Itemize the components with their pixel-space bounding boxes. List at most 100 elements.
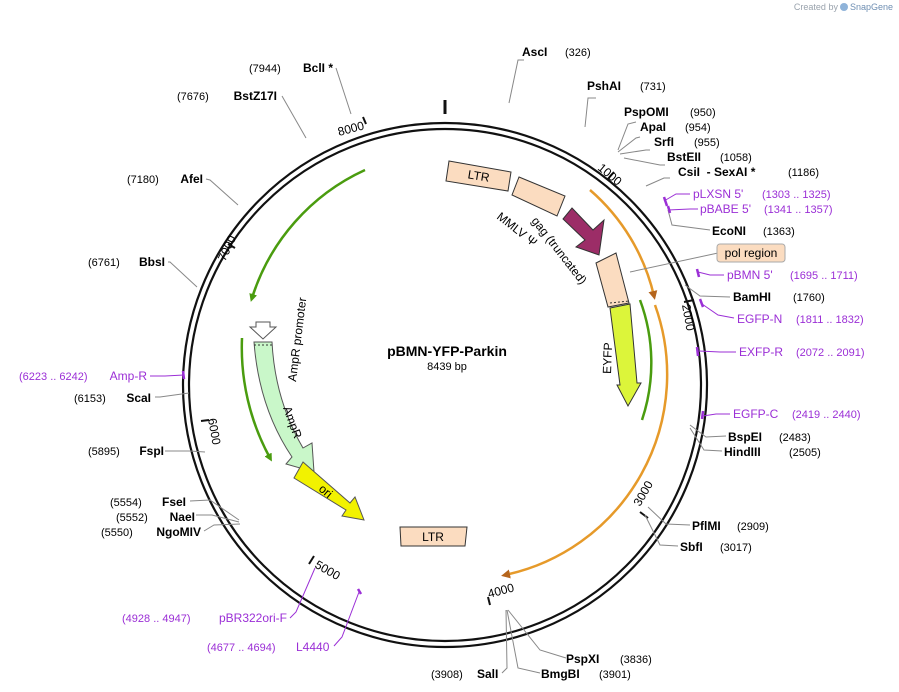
- primer-l4440-range: (4677 .. 4694): [207, 642, 276, 654]
- ltr-top-feature: [445, 160, 512, 192]
- site-bstEII-pos: (1058): [720, 152, 752, 164]
- restriction-sites: AscI (326) PshAI (731) PspOMI (950) ApaI…: [74, 45, 825, 681]
- ltr-bottom-feature: [399, 526, 468, 547]
- site-sbfI-pos: (3017): [720, 542, 752, 554]
- credit-prefix: Created by: [793, 2, 838, 12]
- site-bmgBI: BmgBI: [541, 667, 580, 681]
- primers: pLXSN 5' (1303 .. 1325) pBABE 5' (1341 .…: [19, 187, 865, 654]
- site-fseI: FseI: [162, 495, 186, 509]
- site-ascI: AscI: [522, 45, 547, 59]
- primer-amp-r-range: (6223 .. 6242): [19, 371, 88, 383]
- site-naeI-pos: (5552): [116, 512, 148, 524]
- ampr-promoter-label: AmpR promoter: [285, 297, 309, 383]
- mmlv-psi-label: MMLV Ψ: [494, 209, 540, 249]
- site-fspI: FspI: [139, 444, 164, 458]
- tick-6000: 6000: [205, 417, 223, 446]
- site-afeI: AfeI: [180, 172, 203, 186]
- primer-pbr322ori-f: pBR322ori-F: [219, 611, 287, 625]
- site-fspI-pos: (5895): [88, 446, 120, 458]
- mmlv-psi-feature: [511, 176, 566, 217]
- site-ngoMIV-pos: (5550): [101, 527, 133, 539]
- site-bclI: BclI *: [303, 61, 333, 75]
- tick-3000: 3000: [630, 478, 656, 508]
- tick-5000: 5000: [313, 557, 343, 583]
- site-bbsI: BbsI: [139, 255, 165, 269]
- ltr-bottom-label: LTR: [422, 530, 444, 544]
- pol-region-label: pol region: [725, 246, 778, 260]
- primer-plxsn5: pLXSN 5': [693, 187, 743, 201]
- site-srfI-pos: (955): [694, 137, 720, 149]
- site-bstZ17I: BstZ17I: [234, 89, 277, 103]
- site-pspOMI-pos: (950): [690, 107, 716, 119]
- primer-pbmn5-range: (1695 .. 1711): [790, 270, 858, 282]
- gag-truncated-feature: [562, 207, 605, 256]
- site-pspOMI: PspOMI: [624, 105, 669, 119]
- site-fseI-pos: (5554): [110, 497, 142, 509]
- primer-leaders: [150, 193, 736, 647]
- site-hindIII: HindIII: [724, 445, 761, 459]
- site-bamHI: BamHI: [733, 290, 771, 304]
- site-bspEI-pos: (2483): [779, 432, 811, 444]
- primer-plxsn5-range: (1303 .. 1325): [762, 189, 831, 201]
- site-ecoNI-pos: (1363): [763, 226, 795, 238]
- site-bclI-pos: (7944): [249, 63, 281, 75]
- site-pspXI-pos: (3836): [620, 654, 652, 666]
- primer-amp-r: Amp-R: [110, 369, 148, 383]
- tick-2000: 2000: [679, 303, 697, 332]
- site-leaders: [155, 59, 731, 674]
- site-bamHI-pos: (1760): [793, 292, 825, 304]
- site-pshAI-pos: (731): [640, 81, 666, 93]
- site-scaI: ScaI: [126, 391, 151, 405]
- site-ascI-pos: (326): [565, 47, 591, 59]
- site-pflMI: PflMI: [692, 519, 721, 533]
- ampr-promoter-feature: [248, 321, 278, 340]
- pol-region-arc: [501, 304, 669, 579]
- credit-brand: SnapGene: [849, 2, 893, 12]
- snapgene-logo-icon: [839, 3, 848, 11]
- site-salI-pos: (3908): [431, 669, 463, 681]
- site-bstZ17I-pos: (7676): [177, 91, 209, 103]
- parkin-green-arc: [638, 299, 653, 421]
- site-csiI-sexAI-pos: (1186): [788, 167, 819, 179]
- tick-4000: 4000: [486, 580, 516, 601]
- site-bspEI: BspEI: [728, 430, 762, 444]
- primer-pbabe5-range: (1341 .. 1357): [764, 204, 833, 216]
- primer-egfp-c: EGFP-C: [733, 407, 779, 421]
- plasmid-length: 8439 bp: [427, 361, 467, 373]
- site-scaI-pos: (6153): [74, 393, 106, 405]
- site-apaI-pos: (954): [685, 122, 711, 134]
- site-hindIII-pos: (2505): [789, 447, 821, 459]
- tick-1000: 1000: [595, 161, 625, 189]
- ltr-top-label: LTR: [467, 167, 491, 184]
- primer-egfp-n: EGFP-N: [737, 312, 782, 326]
- site-sbfI: SbfI: [680, 540, 703, 554]
- primer-pbr322ori-f-range: (4928 .. 4947): [122, 613, 191, 625]
- site-ngoMIV: NgoMIV: [156, 525, 201, 539]
- eyfp-feature: [609, 303, 642, 408]
- pol-region-box: [716, 243, 786, 263]
- backbone-outer-strand: [181, 121, 709, 649]
- primer-exfp-r-range: (2072 .. 2091): [796, 347, 865, 359]
- primer-l4440: L4440: [296, 640, 330, 654]
- primer-pbmn5: pBMN 5': [727, 268, 773, 282]
- primer-pbabe5: pBABE 5': [700, 202, 751, 216]
- site-bstEII: BstEII: [667, 150, 701, 164]
- site-pflMI-pos: (2909): [737, 521, 769, 533]
- site-bbsI-pos: (6761): [88, 257, 120, 269]
- site-bmgBI-pos: (3901): [599, 669, 631, 681]
- primer-ticks: [181, 196, 705, 595]
- site-csiI-sexAI: CsiI - SexAI *: [678, 165, 756, 179]
- primer-egfp-c-range: (2419 .. 2440): [792, 409, 861, 421]
- site-afeI-pos: (7180): [127, 174, 159, 186]
- primer-exfp-r: EXFP-R: [739, 345, 783, 359]
- backbone-inner-strand: [187, 127, 703, 643]
- site-apaI: ApaI: [640, 120, 666, 134]
- green-arc-left-bottom: [240, 337, 272, 462]
- snapgene-credit: Created by SnapGene: [794, 2, 893, 12]
- site-pspXI: PspXI: [566, 652, 599, 666]
- site-srfI: SrfI: [654, 135, 674, 149]
- site-ecoNI: EcoNI: [712, 224, 746, 238]
- site-naeI: NaeI: [170, 510, 195, 524]
- site-salI: SalI: [477, 667, 498, 681]
